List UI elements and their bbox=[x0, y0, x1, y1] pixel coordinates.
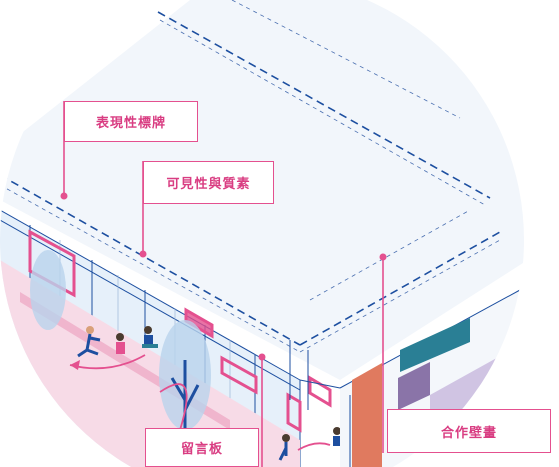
people bbox=[77, 326, 342, 461]
callout-signage: 表現性標牌 bbox=[64, 101, 198, 142]
callout-visibility: 可見性與質素 bbox=[143, 161, 274, 204]
arrow-head bbox=[70, 360, 80, 370]
tree-left bbox=[30, 250, 66, 330]
signage-panel-fill bbox=[186, 310, 212, 336]
tree-trunk bbox=[170, 360, 200, 440]
roof-thin-dashed-lines bbox=[0, 0, 501, 353]
leader-dots bbox=[60, 192, 387, 361]
roof-edge-lines bbox=[0, 11, 501, 346]
sidewalk bbox=[0, 260, 300, 467]
pillar-lines bbox=[289, 340, 309, 410]
mural-wall bbox=[352, 363, 382, 467]
purple-panel bbox=[398, 362, 430, 410]
signage-panels bbox=[28, 229, 332, 433]
teal-awning bbox=[400, 318, 470, 372]
callout-mural: 合作壁畫 bbox=[387, 409, 551, 453]
callout-message-board: 留言板 bbox=[145, 428, 259, 467]
